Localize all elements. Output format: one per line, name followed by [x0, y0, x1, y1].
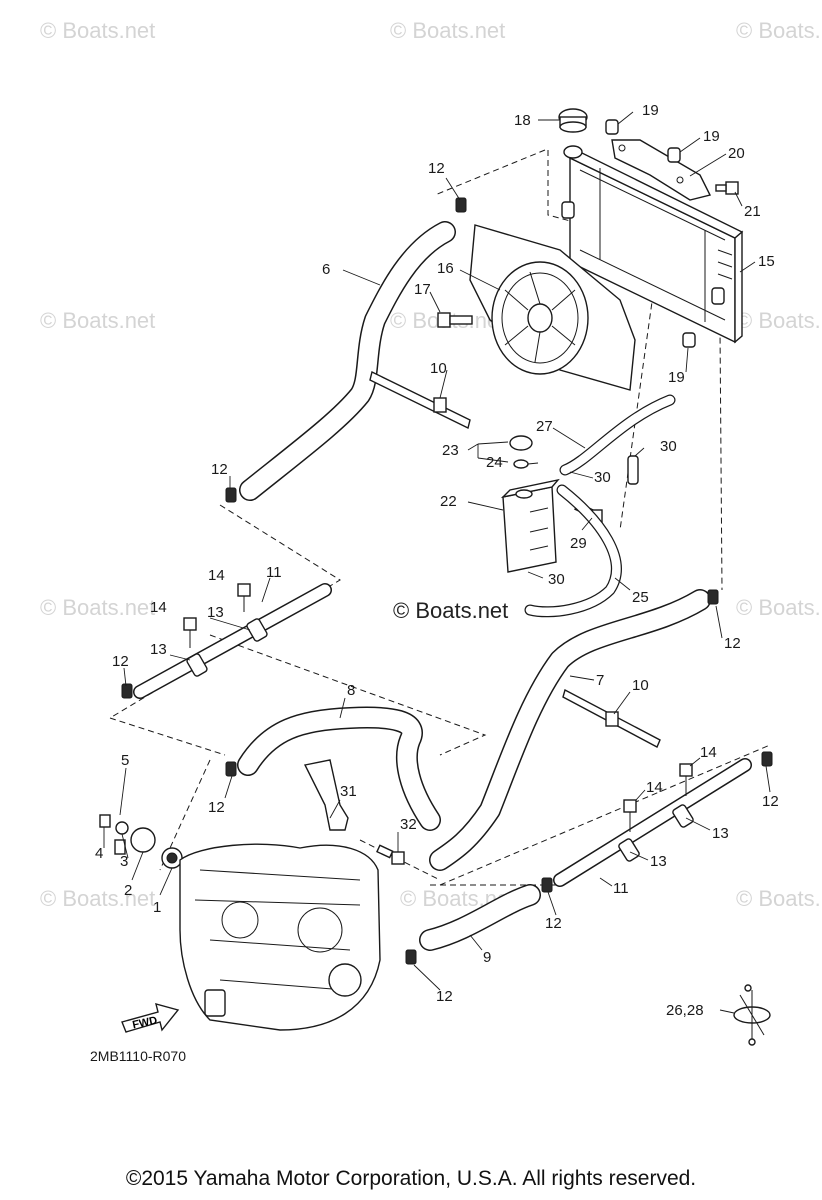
callout-13-left-b: 13	[150, 641, 167, 658]
callout-30-bottom: 30	[548, 571, 565, 588]
callout-32: 32	[400, 816, 417, 833]
callout-19-mid: 19	[703, 128, 720, 145]
watermark-mid-right: © Boats.net	[736, 308, 822, 333]
radiator-bracket	[611, 139, 712, 201]
radiator	[561, 151, 744, 344]
callout-6: 6	[322, 261, 330, 278]
callout-18: 18	[514, 112, 531, 129]
thermostat-parts	[99, 814, 183, 869]
callout-12-left-upper: 12	[211, 461, 228, 478]
watermark-low-left: © Boats.net	[40, 595, 155, 620]
cable-ties-10	[369, 370, 661, 748]
callout-17: 17	[414, 281, 431, 298]
callout-20: 20	[728, 145, 745, 162]
callout-12-mid-left: 12	[208, 799, 225, 816]
callout-25: 25	[632, 589, 649, 606]
hose-fitting-30	[627, 455, 639, 485]
callout-1: 1	[153, 899, 161, 916]
watermark-low-right: © Boats.net	[736, 595, 822, 620]
callout-labels: 18 19 19 20 21 15 19 16 17 12 6 10 27 30…	[95, 102, 779, 1019]
clip-26-28	[733, 984, 771, 1046]
callout-9: 9	[483, 949, 491, 966]
bracket-31	[303, 759, 349, 831]
callout-26-28: 26,28	[666, 1002, 704, 1019]
hose-6	[239, 221, 456, 501]
callout-13-left-a: 13	[207, 604, 224, 621]
callout-24: 24	[486, 454, 503, 471]
reservoir-cap	[509, 435, 533, 469]
diagram-code: 2MB1110-R070	[90, 1048, 186, 1064]
engine-block	[179, 843, 381, 1031]
callout-14-left-a: 14	[208, 567, 225, 584]
watermark-bottom-left: © Boats.net	[40, 886, 155, 911]
callout-16: 16	[437, 260, 454, 277]
watermark-bottom-right: © Boats.net	[736, 886, 822, 911]
callout-14-left-b: 14	[150, 599, 167, 616]
leader-lines	[103, 111, 771, 1014]
callout-13-right-a: 13	[712, 825, 729, 842]
callout-11-left: 11	[266, 564, 282, 581]
reservoir-tank	[500, 478, 560, 573]
watermark-top-center: © Boats.net	[390, 18, 505, 43]
callout-12-right-upper: 12	[724, 635, 741, 652]
callout-12-bottom: 12	[436, 988, 453, 1005]
watermark-center: © Boats.net	[393, 598, 508, 623]
callout-30-top: 30	[660, 438, 677, 455]
callout-11-right: 11	[613, 880, 629, 897]
callout-21: 21	[744, 203, 761, 220]
fwd-arrow-icon: FWD	[121, 1003, 180, 1033]
callout-27: 27	[536, 418, 553, 435]
callout-14-right-b: 14	[646, 779, 663, 796]
clamps-12	[121, 197, 773, 965]
callout-19-bottom: 19	[668, 369, 685, 386]
bolts-14	[183, 583, 693, 832]
callout-15: 15	[758, 253, 775, 270]
callout-23: 23	[442, 442, 459, 459]
hose-7	[429, 589, 711, 871]
fan-assembly	[469, 224, 636, 391]
callout-7: 7	[596, 672, 604, 689]
callout-14-right-a: 14	[700, 744, 717, 761]
callout-12-right-mid: 12	[762, 793, 779, 810]
breather-hose-27	[559, 394, 676, 476]
callout-12-top: 12	[428, 160, 445, 177]
hose-8	[237, 706, 441, 831]
callout-10-top: 10	[430, 360, 447, 377]
bolt-32	[376, 844, 405, 865]
overflow-hose-25	[524, 484, 622, 618]
copyright-notice: ©2015 Yamaha Motor Corporation, U.S.A. A…	[125, 1167, 697, 1190]
callout-12-left-lower: 12	[112, 653, 129, 670]
bolt-17	[437, 312, 473, 328]
callout-2: 2	[124, 882, 132, 899]
callout-3: 3	[120, 853, 128, 870]
watermark-top-right: © Boats.net	[736, 18, 822, 43]
callout-31: 31	[340, 783, 357, 800]
callout-8: 8	[347, 682, 355, 699]
callout-10-bottom: 10	[632, 677, 649, 694]
fwd-label: FWD	[131, 1015, 158, 1032]
callout-22: 22	[440, 493, 457, 510]
grommets	[605, 119, 696, 348]
callout-4: 4	[95, 845, 103, 862]
pipe-11-left	[133, 583, 332, 699]
hose-9	[419, 884, 541, 951]
callout-30-mid: 30	[594, 469, 611, 486]
callout-29: 29	[570, 535, 587, 552]
callout-19-top: 19	[642, 102, 659, 119]
pipe-11-right	[553, 758, 752, 887]
watermark-top-left: © Boats.net	[40, 18, 155, 43]
radiator-cap	[558, 108, 588, 159]
callout-5: 5	[121, 752, 129, 769]
bolt-21	[715, 181, 739, 195]
watermarks: © Boats.net © Boats.net © Boats.net © Bo…	[40, 18, 822, 911]
watermark-mid-left: © Boats.net	[40, 308, 155, 333]
callout-13-right-b: 13	[650, 853, 667, 870]
callout-12-bottom-mid: 12	[545, 915, 562, 932]
